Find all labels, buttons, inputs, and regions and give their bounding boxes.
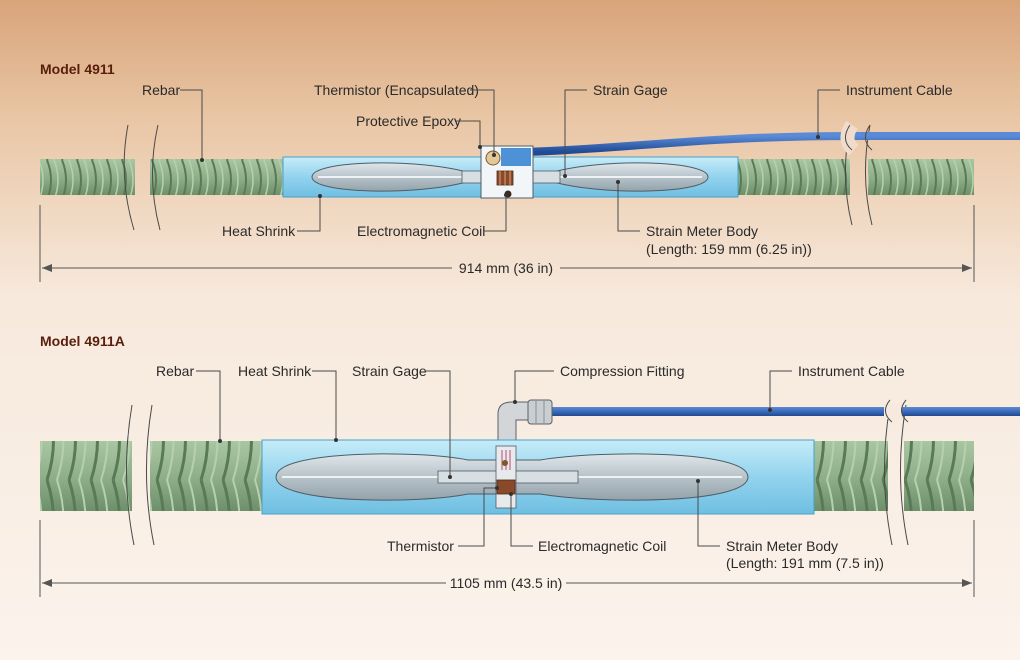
model-4911a-label-rebar: Rebar <box>156 363 222 443</box>
svg-text:Thermistor: Thermistor <box>387 538 454 554</box>
model-4911a-meter-body <box>275 445 749 509</box>
model-4911a-dimension-text: 1105 mm (43.5 in) <box>450 575 563 591</box>
svg-text:Compression Fitting: Compression Fitting <box>560 363 685 379</box>
model-4911-label-rebar: Rebar <box>142 82 204 162</box>
model-4911-title: Model 4911 <box>40 61 115 77</box>
model-4911a-title: Model 4911A <box>40 333 125 349</box>
model-4911-label-body: Strain Meter Body (Length: 159 mm (6.25 … <box>616 180 812 257</box>
svg-text:Rebar: Rebar <box>156 363 194 379</box>
svg-text:Strain Meter Body: Strain Meter Body <box>726 538 838 554</box>
svg-text:Rebar: Rebar <box>142 82 180 98</box>
model-4911a-compression-fitting <box>497 399 553 441</box>
svg-text:Heat Shrink: Heat Shrink <box>238 363 312 379</box>
svg-text:Electromagnetic Coil: Electromagnetic Coil <box>357 223 485 239</box>
svg-text:Strain Gage: Strain Gage <box>593 82 668 98</box>
model-4911a-label-heat-shrink: Heat Shrink <box>238 363 338 442</box>
model-4911-dimension: 914 mm (36 in) <box>39 205 975 282</box>
model-4911a-label-strain-gage: Strain Gage <box>352 363 452 479</box>
model-4911-label-epoxy: Protective Epoxy <box>356 113 482 149</box>
model-4911a-rebar <box>40 404 974 546</box>
model-4911-label-strain-gage: Strain Gage <box>563 82 668 178</box>
svg-text:(Length: 159 mm (6.25 in)): (Length: 159 mm (6.25 in)) <box>646 241 812 257</box>
model-4911a-label-coil: Electromagnetic Coil <box>509 492 666 554</box>
svg-text:Thermistor (Encapsulated): Thermistor (Encapsulated) <box>314 82 479 98</box>
model-4911a-label-thermistor: Thermistor <box>387 486 499 554</box>
model-4911a-label-fitting: Compression Fitting <box>513 363 685 404</box>
model-4911-epoxy-block <box>480 145 534 199</box>
model-4911-group: Model 4911 <box>39 61 1020 282</box>
svg-text:(Length: 191 mm (7.5 in)): (Length: 191 mm (7.5 in)) <box>726 555 884 571</box>
model-4911a-cable <box>548 407 1020 416</box>
model-4911-dimension-text: 914 mm (36 in) <box>459 260 553 276</box>
svg-text:Heat Shrink: Heat Shrink <box>222 223 296 239</box>
model-4911a-label-body: Strain Meter Body (Length: 191 mm (7.5 i… <box>696 479 884 571</box>
model-4911-label-coil: Electromagnetic Coil <box>357 193 508 239</box>
model-4911-rebar <box>40 124 974 231</box>
model-4911a-group: Model 4911A <box>39 333 1020 597</box>
svg-text:Protective Epoxy: Protective Epoxy <box>356 113 461 129</box>
svg-text:Instrument Cable: Instrument Cable <box>846 82 953 98</box>
svg-text:Strain Gage: Strain Gage <box>352 363 427 379</box>
model-4911-cable <box>524 132 1020 156</box>
svg-text:Instrument Cable: Instrument Cable <box>798 363 905 379</box>
model-4911-label-heat-shrink: Heat Shrink <box>222 194 322 239</box>
model-4911-label-cable: Instrument Cable <box>816 82 953 139</box>
model-4911a-label-cable: Instrument Cable <box>768 363 905 412</box>
model-4911-label-thermistor: Thermistor (Encapsulated) <box>314 82 496 157</box>
svg-text:Electromagnetic Coil: Electromagnetic Coil <box>538 538 666 554</box>
model-4911a-dimension: 1105 mm (43.5 in) <box>39 520 975 597</box>
svg-text:Strain Meter Body: Strain Meter Body <box>646 223 758 239</box>
